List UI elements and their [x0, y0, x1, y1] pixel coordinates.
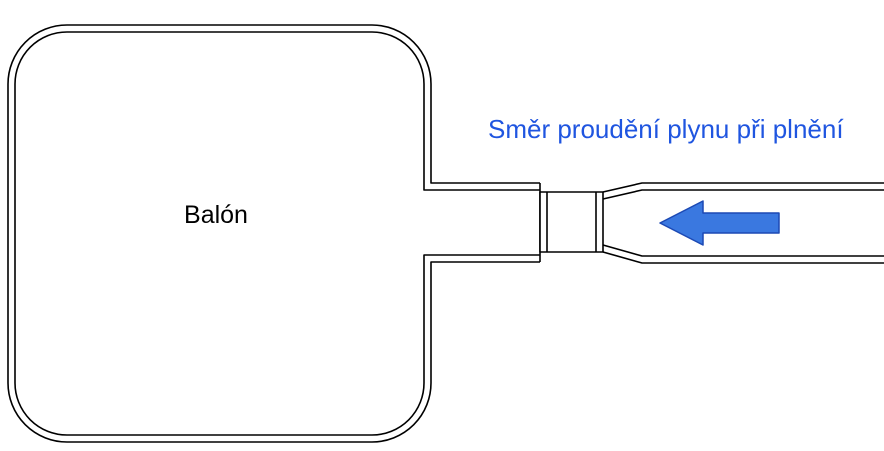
balloon-label: Balón — [184, 201, 248, 229]
balloon-outline-group — [7, 24, 540, 443]
inlet-tube-bottom-inner — [602, 244, 884, 257]
inlet-tube-group — [602, 182, 884, 264]
flow-direction-left-arrow-icon — [659, 200, 780, 246]
inlet-tube-bottom-outer — [602, 251, 884, 264]
valve-fitting-group — [539, 183, 604, 262]
inlet-tube-top-outer — [602, 182, 884, 193]
balloon-outer-wall — [7, 24, 540, 443]
inlet-tube-top-inner — [602, 189, 884, 200]
valve-body — [539, 191, 604, 253]
flow-direction-label: Směr proudění plynu při plnění — [488, 114, 844, 144]
balloon-inner-wall — [14, 31, 540, 436]
